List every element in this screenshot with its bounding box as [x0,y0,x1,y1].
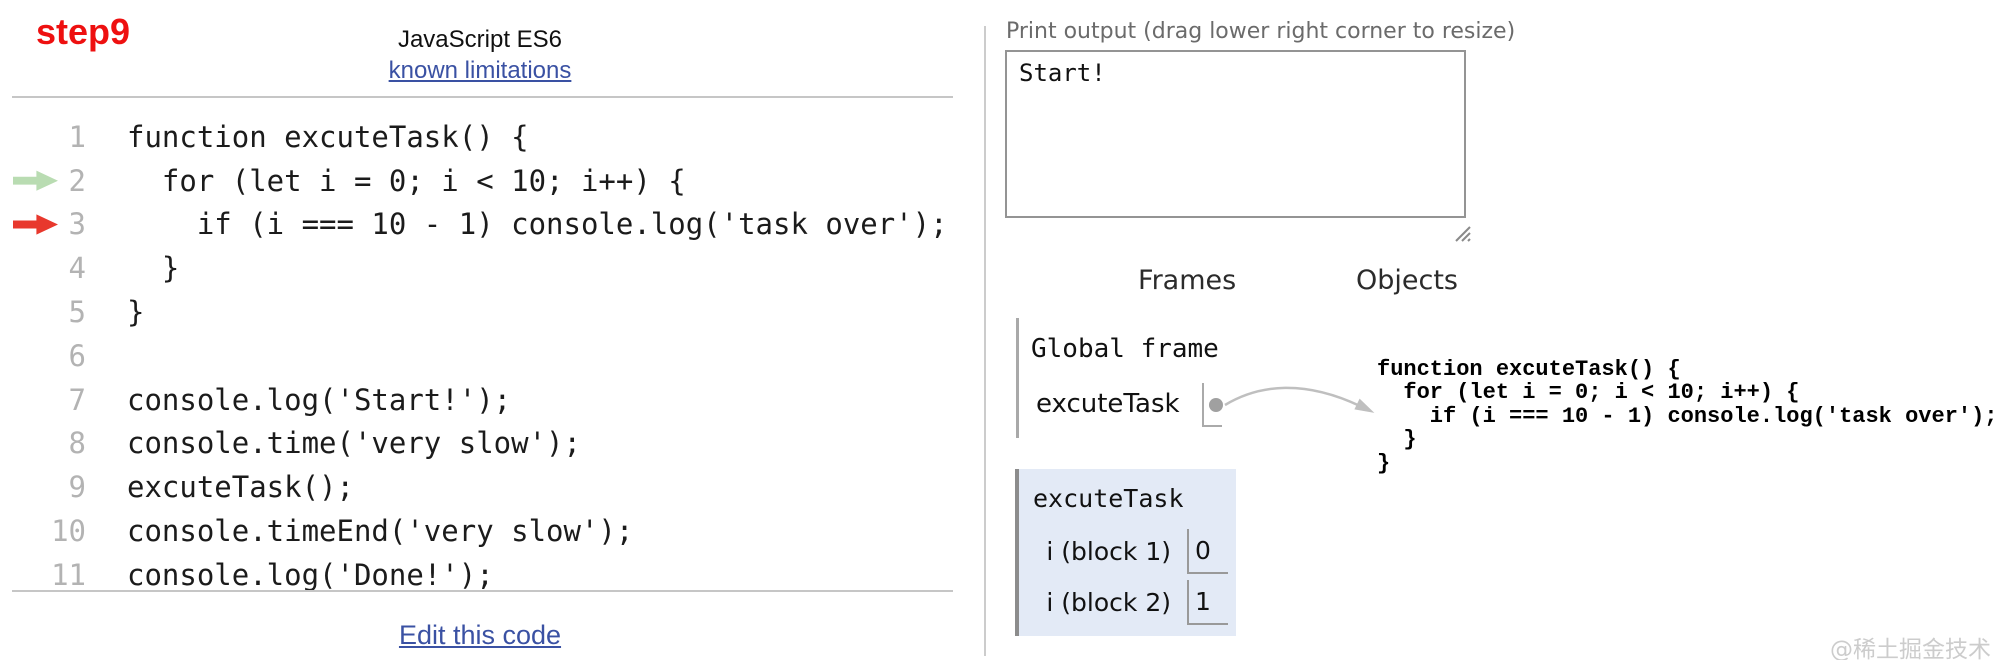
stack-frame-title: excuteTask [1033,484,1184,513]
code-line: 4 } [0,246,960,290]
code-panel-bottom-rule [12,590,953,592]
resize-grip-icon[interactable] [1452,223,1472,243]
variable-row: i (block 1) 0 [1019,529,1236,574]
code-line: 6 [0,334,960,378]
stack-frame-variables: i (block 1) 0 i (block 2) 1 [1019,529,1236,625]
code-text: if (i === 10 - 1) console.log('task over… [127,207,948,242]
objects-header: Objects [1356,265,1459,296]
global-variable-name: excuteTask [1036,389,1180,419]
pointer-arrow-icon [1224,386,1375,413]
code-text: } [127,251,180,286]
variable-name: i (block 2) [1046,588,1171,617]
line-number: 9 [68,470,86,505]
code-text: console.log('Start!'); [127,382,512,417]
code-line: 5 } [0,290,960,334]
print-output-label: Print output (drag lower right corner to… [1006,19,1516,44]
global-frame-border [1016,318,1019,438]
code-line: 7 console.log('Start!'); [0,378,960,422]
step-label: step9 [36,11,131,52]
line-number: 2 [68,163,86,198]
active-stack-frame: excuteTask i (block 1) 0 i (block 2) 1 [1015,469,1236,636]
edit-this-code-link[interactable]: Edit this code [398,620,562,650]
language-title: JavaScript ES6 [397,26,563,53]
global-frame-title: Global frame [1031,334,1219,364]
print-output-textarea[interactable]: Start! [1005,50,1466,218]
code-text: function excuteTask() { [127,119,529,154]
panel-divider [984,26,986,656]
line-number: 10 [51,514,86,549]
limitations-link-wrap: known limitations [0,57,960,85]
line-number: 8 [68,426,86,461]
code-line: 9 excuteTask(); [0,465,960,509]
code-line: 1 function excuteTask() { [0,115,960,159]
line-number: 11 [51,557,86,592]
code-panel-top-rule [12,96,953,98]
line-number: 4 [68,251,86,286]
code-line: 11 console.log('Done!'); [0,553,960,597]
frames-header: Frames [1138,265,1237,296]
edit-code-link-wrap: Edit this code [0,620,960,651]
global-variable-value-cell [1202,383,1222,427]
variable-name: i (block 1) [1046,537,1171,566]
code-text: } [127,295,145,330]
pointer-dot-icon [1209,398,1223,412]
variable-row: i (block 2) 1 [1019,580,1236,625]
watermark: @稀土掘金技术社区 [1830,637,1991,660]
line-number: 6 [68,338,86,373]
variable-value: 0 [1187,529,1228,574]
code-line: 8 console.time('very slow'); [0,422,960,466]
function-object-code: function excuteTask() { for (let i = 0; … [1377,357,1998,476]
line-number: 7 [68,382,86,417]
code-text: console.log('Done!'); [127,557,494,592]
line-number: 3 [68,207,86,242]
code-text: console.time('very slow'); [127,426,581,461]
code-line: 3 if (i === 10 - 1) console.log('task ov… [0,203,960,247]
code-line: 10 console.timeEnd('very slow'); [0,509,960,553]
code-listing: 1 function excuteTask() { 2 for (let i =… [0,115,960,597]
code-text: console.timeEnd('very slow'); [127,514,634,549]
code-line: 2 for (let i = 0; i < 10; i++) { [0,159,960,203]
line-number: 5 [68,295,86,330]
code-text: excuteTask(); [127,470,354,505]
code-text: for (let i = 0; i < 10; i++) { [127,163,686,198]
line-number: 1 [68,119,86,154]
known-limitations-link[interactable]: known limitations [388,57,572,84]
variable-value: 1 [1187,580,1228,625]
